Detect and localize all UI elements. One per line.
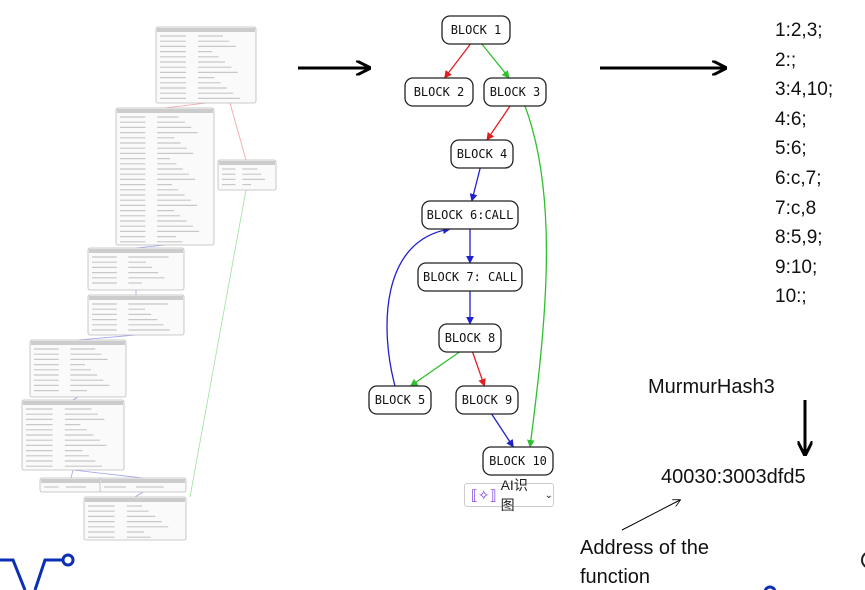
cfg-node-label: BLOCK 7: CALL <box>423 270 517 284</box>
adjacency-entry: 10:; <box>775 286 807 308</box>
adjacency-entry: 7:c,8 <box>775 197 817 219</box>
adjacency-entry: 1:2,3; <box>775 20 823 41</box>
adjacency-entry: 6:c,7; <box>775 168 822 189</box>
adjacency-entry: 8:5,9; <box>775 227 823 249</box>
adjacency-entry: 5:6; <box>775 138 807 160</box>
cfg-node-label: BLOCK 4 <box>457 147 508 161</box>
adjacency-entry: 9:10; <box>775 256 818 278</box>
cfg-node-label: BLOCK 5 <box>375 393 426 407</box>
cfg-node-label: BLOCK 1 <box>451 23 502 37</box>
cfg-node-b7[interactable]: BLOCK 7: CALL <box>417 262 523 292</box>
cfg-edge-b3-b10 <box>524 105 548 448</box>
ai-recognize-button[interactable]: ⟦✧⟧ AI识图 ⌄ <box>464 477 554 513</box>
address-pointer-arrow <box>621 500 680 531</box>
ai-button-label: AI识图 <box>500 477 528 513</box>
cfg-node-label: BLOCK 8 <box>445 331 496 345</box>
hash-result: 40030:3003dfd5 <box>661 466 806 488</box>
ai-scan-icon: ⟦✧⟧ <box>471 486 497 503</box>
cfg-node-b10[interactable]: BLOCK 10 <box>482 446 554 476</box>
cfg-edge-b9-b10 <box>491 413 514 448</box>
cfg-edge-b1-b2 <box>444 43 471 79</box>
cfg-edge-b3-b4 <box>486 105 511 141</box>
cfg-node-b9[interactable]: BLOCK 9 <box>455 385 519 415</box>
cfg-node-label: BLOCK 3 <box>490 85 541 99</box>
address-note-line1: Address of the <box>580 537 709 559</box>
cfg-edge-b5-b6 <box>386 226 451 387</box>
cfg-edges <box>386 43 548 448</box>
cfg-edge-b8-b9 <box>471 351 486 387</box>
adjacency-entry: 4:6; <box>775 108 807 130</box>
cfg-node-label: BLOCK 6:CALL <box>427 208 514 222</box>
circuit-decoration <box>0 552 865 590</box>
cfg-node-b8[interactable]: BLOCK 8 <box>438 323 502 353</box>
cfg-node-label: BLOCK 10 <box>489 454 547 468</box>
cfg-node-b4[interactable]: BLOCK 4 <box>450 139 514 169</box>
disassembly-graph-thumbnail <box>21 26 277 541</box>
cfg-node-b1[interactable]: BLOCK 1 <box>441 15 511 45</box>
adjacency-entry: 2:; <box>775 49 797 71</box>
cfg-node-b5[interactable]: BLOCK 5 <box>368 385 432 415</box>
cfg-node-label: BLOCK 2 <box>414 85 465 99</box>
cfg-edge-b4-b6 <box>469 167 481 202</box>
cfg-edge-b8-b5 <box>409 351 460 387</box>
cfg-node-b2[interactable]: BLOCK 2 <box>404 77 474 107</box>
chevron-down-icon[interactable]: ⌄ <box>544 489 553 501</box>
cfg-nodes: BLOCK 1 BLOCK 2 BLOCK 3 BLOCK 4 BLOCK 6:CALL… <box>368 15 554 476</box>
hash-label: MurmurHash3 <box>648 376 775 398</box>
adjacency-entry: 3:4,10; <box>775 79 834 101</box>
cfg-node-label: BLOCK 9 <box>462 393 513 407</box>
cfg-node-b3[interactable]: BLOCK 3 <box>483 77 547 107</box>
cfg-node-b6[interactable]: BLOCK 6:CALL <box>421 200 519 230</box>
address-note-line2: function <box>580 566 651 588</box>
cfg-edge-b1-b3 <box>481 43 510 79</box>
